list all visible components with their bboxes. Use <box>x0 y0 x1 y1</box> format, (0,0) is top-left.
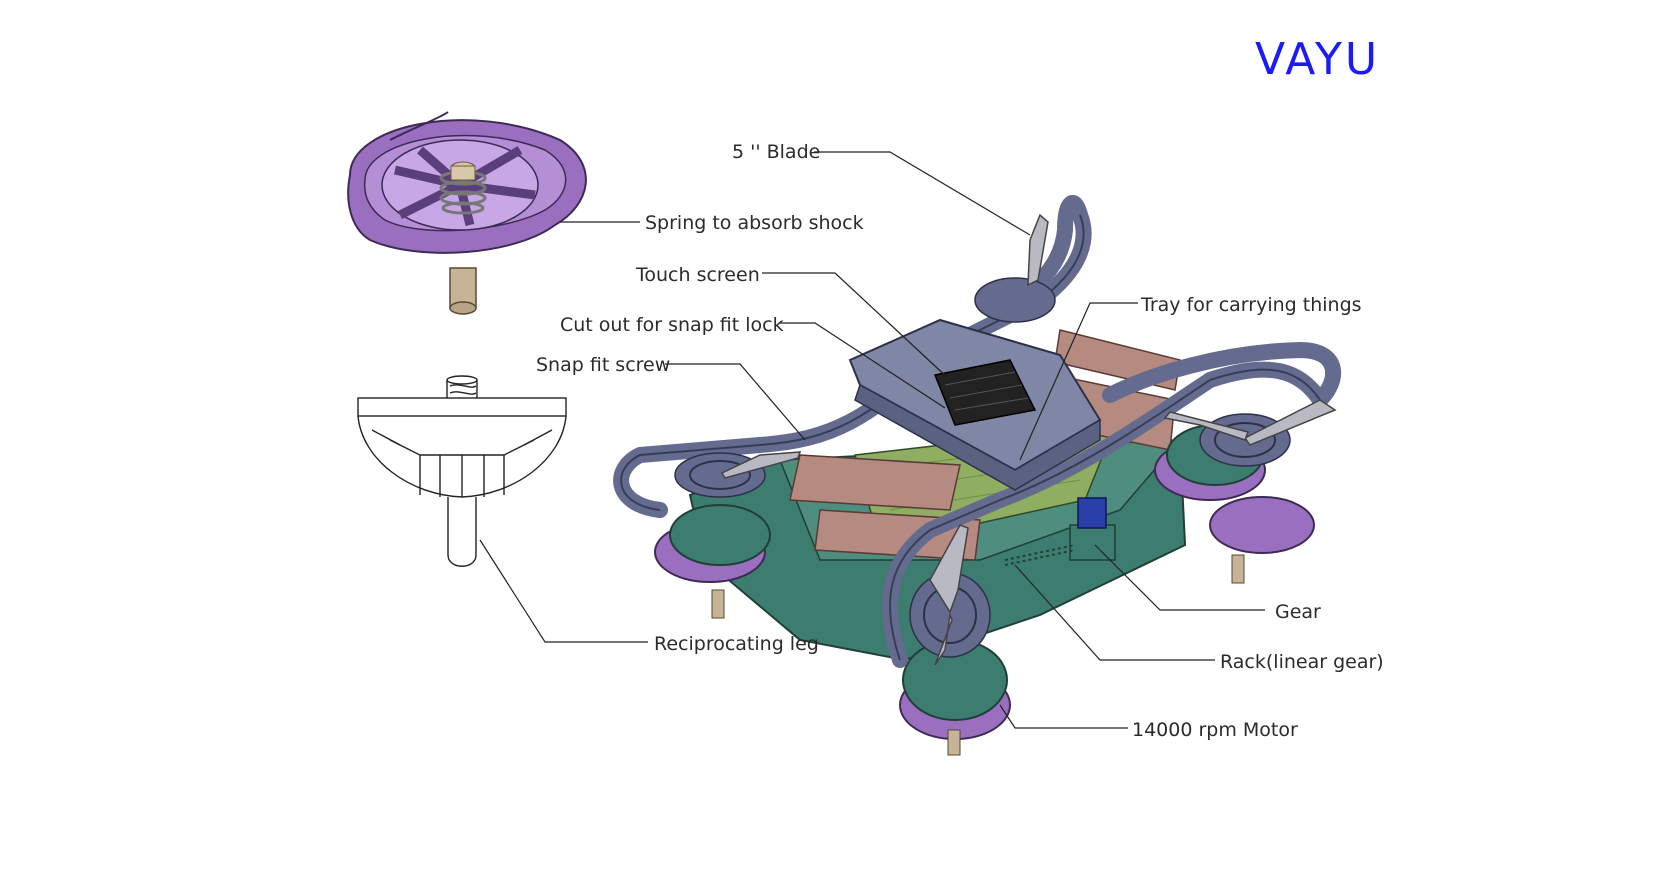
drone-assembly <box>613 195 1342 756</box>
label-leg: Reciprocating leg <box>654 633 819 655</box>
label-gear: Gear <box>1275 601 1321 623</box>
shock-absorber-cup <box>347 111 587 315</box>
label-spring: Spring to absorb shock <box>645 212 864 234</box>
label-blade: 5 '' Blade <box>732 141 821 163</box>
label-motor: 14000 rpm Motor <box>1132 719 1298 741</box>
leg-line-drawing <box>357 375 567 567</box>
label-snap-fit-screw: Snap fit screw <box>536 354 671 376</box>
label-cut-out: Cut out for snap fit lock <box>560 314 784 336</box>
label-rack: Rack(linear gear) <box>1220 651 1384 673</box>
label-tray: Tray for carrying things <box>1141 294 1362 316</box>
label-touch-screen: Touch screen <box>636 264 760 286</box>
product-title: VAYU <box>1255 34 1381 85</box>
leader-lines <box>479 151 1265 729</box>
